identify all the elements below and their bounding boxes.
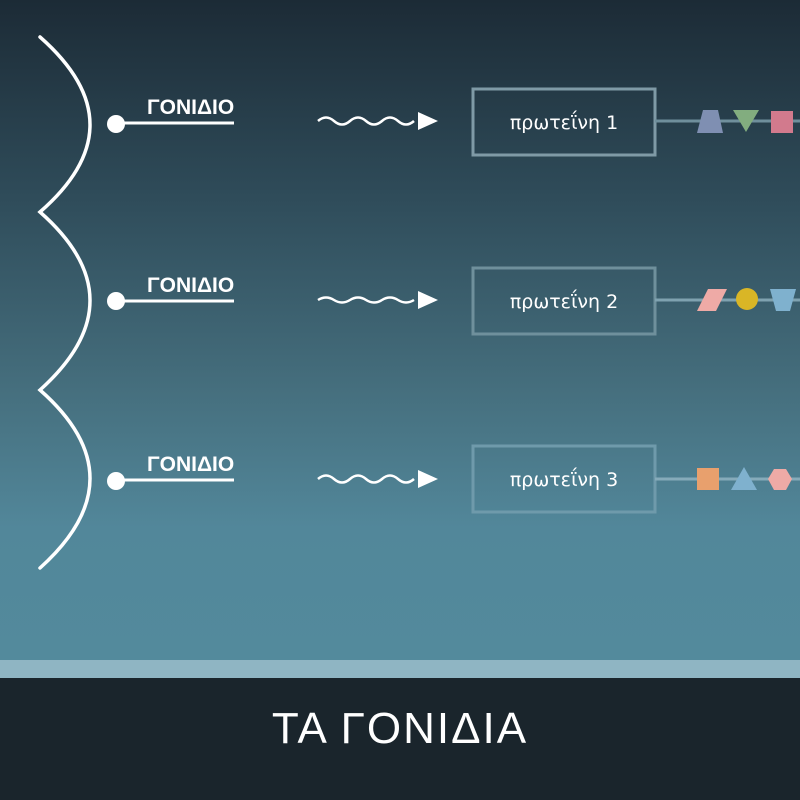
gene-protein-diagram: ΓΟΝΙΔΙΟ πρωτεΐνη 1 ΓΟΝΙΔΙΟ πρωτεΐνη 2 xyxy=(37,35,800,570)
square-shape xyxy=(771,111,793,133)
arrow-head xyxy=(418,291,438,309)
trapezoid-down-shape xyxy=(770,289,796,311)
triangle-up-shape xyxy=(731,467,757,490)
protein-label: πρωτεΐνη 1 xyxy=(510,110,618,134)
gene-label: ΓΟΝΙΔΙΟ xyxy=(147,96,234,119)
gene-row-2: ΓΟΝΙΔΙΟ πρωτεΐνη 2 xyxy=(107,266,800,336)
transcription-wave xyxy=(317,296,415,304)
arrow-head xyxy=(418,112,438,130)
footer-title: ΤΑ ΓΟΝΙΔΙΑ xyxy=(271,704,529,753)
circle-shape xyxy=(736,288,758,310)
hexagon-shape xyxy=(768,469,792,490)
protein-label: πρωτεΐνη 2 xyxy=(510,289,618,313)
diagram-background: ΓΟΝΙΔΙΟ πρωτεΐνη 1 ΓΟΝΙΔΙΟ πρωτεΐνη 2 xyxy=(0,0,800,660)
divider-strip xyxy=(0,660,800,678)
trapezoid-shape xyxy=(697,110,723,133)
gene-row-3: ΓΟΝΙΔΙΟ πρωτεΐνη 3 xyxy=(107,444,800,514)
chromosome-curve xyxy=(37,35,92,570)
footer-bar: ΤΑ ΓΟΝΙΔΙΑ xyxy=(0,678,800,800)
transcription-wave xyxy=(317,116,415,126)
transcription-wave xyxy=(317,474,415,484)
triangle-down-shape xyxy=(733,110,759,132)
parallelogram-shape xyxy=(697,289,727,311)
arrow-head xyxy=(418,470,438,488)
gene-row-1: ΓΟΝΙΔΙΟ πρωτεΐνη 1 xyxy=(107,87,800,157)
protein-label: πρωτεΐνη 3 xyxy=(510,467,618,491)
gene-label: ΓΟΝΙΔΙΟ xyxy=(147,453,234,476)
gene-label: ΓΟΝΙΔΙΟ xyxy=(147,274,234,297)
square-shape xyxy=(697,468,719,490)
